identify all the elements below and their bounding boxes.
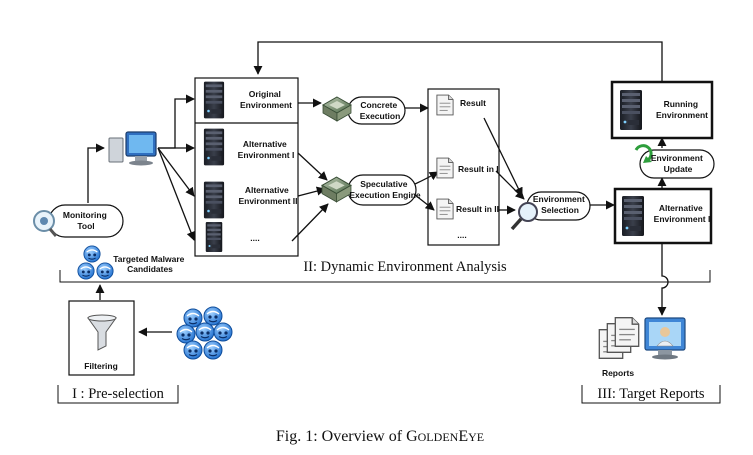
chip-icon: [322, 96, 352, 122]
document-icon: [436, 94, 454, 116]
preselection-bracket: [57, 385, 179, 404]
server-icon: [203, 181, 225, 219]
result-ellipsis: ....: [457, 230, 466, 240]
figure-caption: Fig. 1: Overview of GOLDENEYE: [276, 428, 484, 445]
concrete-execution-node: Concrete Execution: [322, 96, 406, 125]
system-name: GOLDENEYE: [406, 428, 484, 445]
result-label: Result: [460, 98, 486, 108]
environment-update-node: Environment Update: [634, 144, 715, 179]
target-reports-bracket: [581, 385, 721, 404]
document-icon: [436, 198, 454, 220]
magnifier-eye-icon: [33, 210, 58, 237]
svg-text:Environment Selection: Environment Selection: [533, 194, 587, 215]
environment-selection-node: Environment Selection: [510, 191, 591, 231]
candidates-icon: [77, 245, 114, 280]
candidates-label: Targeted Malware Candidates: [113, 254, 187, 274]
speculative-engine-node: Speculative Execution Engine: [321, 174, 421, 206]
preselection-label: I : Pre-selection: [72, 386, 165, 402]
computer-icon: [108, 131, 157, 166]
svg-text:Speculative Execution En: Speculative Execution Engine: [349, 179, 421, 200]
target-reports-label: III: Target Reports: [597, 386, 705, 402]
svg-text:Concrete Execution: Concrete Execution: [360, 100, 401, 121]
monitoring-tool-node: Monitoring Tool: [33, 204, 124, 238]
svg-text:Monitoring Tool: Monitoring Tool: [63, 210, 109, 231]
server-icon: [622, 196, 644, 236]
dynamic-analysis-label: II: Dynamic Environment Analysis: [303, 259, 507, 275]
to-reports-arrow: [657, 243, 669, 316]
selected-alt-env-label: Alternative Environment I: [654, 203, 711, 224]
alt-env-1-label: Alternative Environment I: [238, 139, 295, 160]
monitor-to-computer-arrow: [87, 143, 105, 203]
server-icon: [205, 222, 223, 252]
magnifier-icon: [510, 202, 538, 231]
reports-label: Reports: [602, 368, 634, 378]
server-icon: [203, 128, 225, 166]
feedback-arrow: [253, 41, 663, 81]
result-in-2-label: Result in II: [456, 204, 499, 214]
document-icon: [436, 157, 454, 179]
dynamic-analysis-bracket: [59, 270, 711, 283]
result-in-1-label: Result in I: [458, 164, 499, 174]
server-icon: [203, 81, 225, 119]
env-ellipsis: ....: [250, 233, 259, 243]
funnel-icon: [87, 314, 117, 351]
original-environment-label: Original Environment: [240, 89, 292, 110]
filtering-box: [68, 300, 135, 376]
filtering-label: Filtering: [84, 361, 118, 371]
malware-cluster-icon: [176, 306, 233, 360]
reports-icon: [598, 317, 686, 360]
server-icon: [620, 90, 642, 130]
running-environment-label: Running Environment: [656, 99, 708, 120]
svg-text:Environment Update: Environment Update: [651, 153, 705, 174]
refresh-arrows-icon: [634, 144, 653, 163]
chip-icon: [321, 176, 352, 203]
alt-env-2-label: Alternative Environment II: [238, 185, 297, 206]
